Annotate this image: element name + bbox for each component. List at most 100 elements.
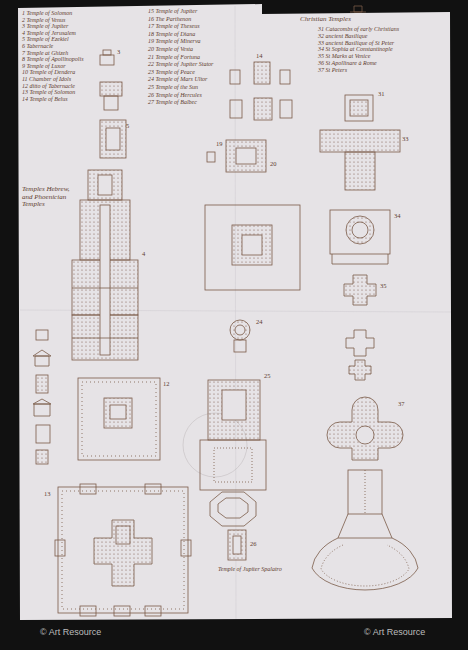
list-entry: 19 Temple of Minerva [148, 38, 201, 45]
list-entry: 13 Temple of Solomon [22, 89, 75, 96]
plan-stroke [210, 492, 256, 526]
plan-stroke [88, 170, 122, 200]
callout-number: 33 [402, 135, 409, 142]
plan-stroke [82, 382, 156, 456]
callout-number: 3 [117, 48, 120, 55]
list-entry: 17 Temple of Theseus [148, 23, 200, 30]
list-entry: 5 Temple of Ezekiel [22, 36, 69, 43]
plan-stroke [242, 235, 262, 255]
plan-stroke [365, 470, 366, 514]
list-entry: 31 Catacombs of early Christians [318, 26, 399, 33]
plan-stroke [348, 470, 382, 514]
list-entry: 8 Temple of Apollinopolis [22, 56, 84, 63]
plan-stroke [233, 536, 241, 554]
list-entry: 11 Chamber of Idols [22, 76, 71, 83]
plan-stroke [207, 152, 215, 162]
list-entry: 16 The Parthenon [148, 16, 191, 23]
callout-number: 19 [216, 140, 223, 147]
plan-stroke [232, 225, 272, 265]
christian-plans [312, 6, 418, 590]
plan-stroke [36, 425, 50, 443]
callout-number: 24 [256, 318, 263, 325]
plan-stroke [320, 130, 400, 152]
plan-stroke [80, 484, 96, 494]
plan-stroke [330, 210, 390, 254]
list-entry: 37 St Peters [318, 67, 347, 74]
plan-stroke [349, 360, 371, 380]
list-entry: 33 ancient Basilique of St Peter [318, 40, 394, 47]
list-entry: 7 Temple at Ghizeh [22, 50, 68, 57]
plan-stroke [72, 338, 138, 339]
list-entry: 34 St Sophia at Constantinople [318, 46, 393, 53]
list-entry: 21 Temple of Fortuna [148, 54, 200, 61]
plan-stroke [33, 399, 51, 416]
plan-stroke [100, 82, 122, 96]
plan-stroke [346, 216, 374, 244]
list-entry: 35 St Marks at Venice [318, 53, 370, 60]
plan-stroke [145, 606, 161, 616]
callout-number: 4 [142, 250, 145, 257]
plan-stroke [62, 491, 184, 609]
list-entry: 24 Temple of Mars Ultor [148, 76, 207, 83]
plan-stroke [36, 450, 48, 464]
plan-stroke [254, 62, 270, 84]
plan-stroke [321, 545, 409, 586]
plan-stroke [332, 254, 388, 264]
plan-stroke [36, 330, 48, 340]
plan-stroke [236, 148, 256, 164]
list-entry: 23 Temple of Peace [148, 69, 195, 76]
plan-stroke [58, 487, 188, 613]
list-entry: 27 Temple of Balbec [148, 99, 197, 106]
group-heading: Temples Hebrew, and Phoenician Temples [22, 186, 74, 209]
plan-stroke [98, 175, 112, 195]
plan-stroke [145, 484, 161, 494]
list-entry: 2 Temple of Venus [22, 17, 65, 24]
plan-stroke [20, 6, 451, 619]
plan-stroke [55, 540, 65, 556]
callout-number: 34 [394, 212, 401, 219]
pagan-plans [183, 62, 300, 560]
callout-number: 37 [398, 400, 405, 407]
plan-stroke [228, 530, 246, 560]
plan-stroke [100, 55, 114, 65]
plan-stroke [104, 96, 118, 110]
plan-stroke [350, 100, 368, 116]
list-entry: 9 Temple of Luxor [22, 63, 66, 70]
list-entry: 6 Tabernacle [22, 43, 53, 50]
plan-stroke [338, 514, 392, 538]
plan-stroke [200, 440, 266, 490]
list-entry: 32 ancient Basilique [318, 33, 367, 40]
plan-stroke [235, 325, 245, 335]
callout-number: 35 [380, 282, 387, 289]
plan-stroke [18, 4, 452, 620]
plan-stroke [350, 6, 366, 12]
plan-stroke [36, 375, 48, 393]
list-entry: 26 Temple of Hercules [148, 92, 202, 99]
list-entry: 22 Temple of Jupiter Stator [148, 61, 213, 68]
plan-stroke [230, 320, 250, 340]
plan-stroke [230, 100, 242, 118]
plan-stroke [33, 350, 51, 366]
list-entry: 15 Temple of Jupiter [148, 8, 197, 15]
plan-stroke [345, 95, 373, 121]
plan-stroke [114, 606, 130, 616]
plan-stroke [110, 405, 126, 419]
plan-stroke [94, 520, 152, 586]
list-entry: 10 Temple of Dendera [22, 69, 75, 76]
plan-stroke [344, 275, 376, 305]
plan-stroke [218, 498, 248, 518]
callout-number: 31 [378, 90, 385, 97]
plan-stroke [106, 128, 120, 150]
plan-stroke [181, 540, 191, 556]
hebrew-plans [33, 50, 191, 616]
list-entry: 4 Temple of Jerusalem [22, 30, 76, 37]
plan-stroke [205, 205, 300, 290]
callout-number: 5 [126, 122, 129, 129]
list-entry: 3 Temple of Jupiter [22, 23, 68, 30]
plan-stroke [254, 98, 272, 120]
plan-stroke [100, 120, 126, 158]
plan-stroke [230, 70, 240, 84]
plan-stroke [226, 140, 266, 172]
